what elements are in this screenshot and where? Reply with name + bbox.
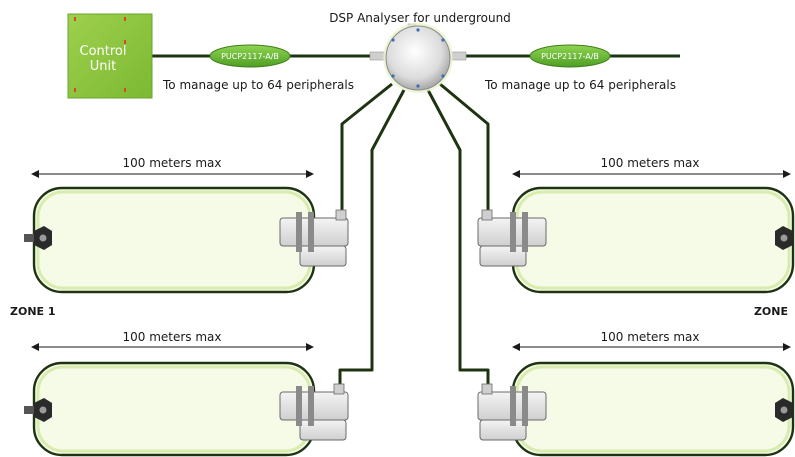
end-cap-bottom-right [775, 398, 793, 422]
loop-bottom-right [511, 361, 795, 457]
zone-left-label: ZONE 1 [10, 305, 56, 318]
sensor-device-top-left [279, 209, 349, 267]
control-unit-label-2: Unit [90, 59, 116, 74]
module-right: PUCP2117-A/B [529, 44, 611, 68]
module-right-label: PUCP2117-A/B [541, 52, 599, 61]
cable-top-right [439, 82, 490, 222]
loop-bottom-left [32, 361, 316, 457]
control-unit: Control Unit [67, 13, 153, 99]
caption-right: To manage up to 64 peripherals [484, 78, 676, 92]
end-cap-top-left [24, 226, 52, 250]
dimension-label-top-left: 100 meters max [122, 156, 221, 170]
dimension-label-bottom-left: 100 meters max [122, 330, 221, 344]
cable-top-left [340, 82, 393, 222]
loop-top-right [511, 186, 795, 294]
cable-bottom-right [426, 89, 490, 392]
control-unit-label-1: Control [80, 44, 127, 59]
diagram-title: DSP Analyser for underground [329, 11, 511, 25]
sensor-device-bottom-right [477, 383, 547, 441]
zone-right-label: ZONE [754, 305, 788, 318]
dimension-label-top-right: 100 meters max [600, 156, 699, 170]
module-left-label: PUCP2117-A/B [221, 52, 279, 61]
end-cap-top-right [775, 226, 793, 250]
dsp-analyser-hub [369, 23, 467, 93]
loop-top-left [32, 186, 316, 294]
end-cap-bottom-left [24, 398, 52, 422]
cable-bottom-left [338, 89, 406, 392]
module-left: PUCP2117-A/B [209, 44, 291, 68]
caption-left: To manage up to 64 peripherals [162, 78, 354, 92]
dimension-label-bottom-right: 100 meters max [600, 330, 699, 344]
sensor-device-top-right [477, 209, 547, 267]
sensor-device-bottom-left [279, 383, 349, 441]
